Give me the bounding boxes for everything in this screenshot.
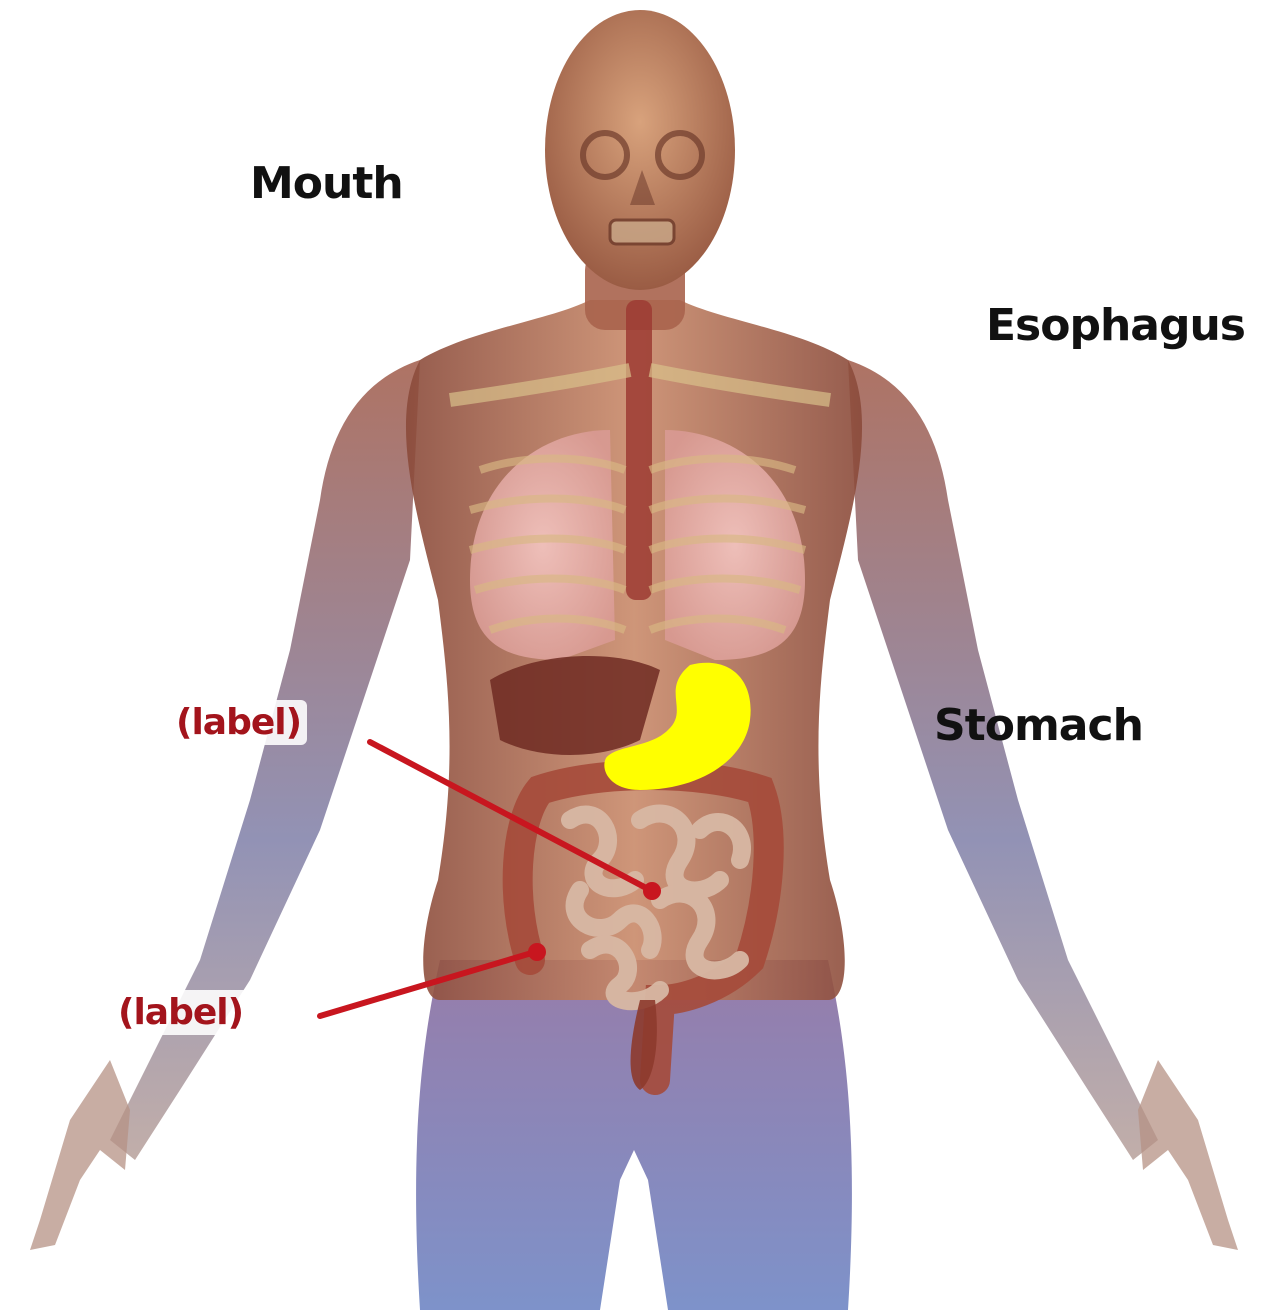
left-hand — [30, 1060, 130, 1250]
placeholder-label-large-intestine: (label) — [112, 990, 249, 1035]
legs — [416, 960, 852, 1310]
right-arm — [848, 360, 1158, 1160]
placeholder-label-small-intestine: (label) — [170, 700, 307, 745]
pointer-dot-large-intestine — [528, 943, 546, 961]
left-arm — [110, 360, 420, 1160]
pointer-dot-small-intestine — [643, 882, 661, 900]
esophagus-tube — [626, 300, 652, 600]
label-esophagus: Esophagus — [986, 300, 1245, 351]
label-stomach: Stomach — [934, 700, 1143, 751]
liver — [490, 656, 660, 755]
head — [545, 10, 735, 290]
right-hand — [1138, 1060, 1238, 1250]
label-mouth: Mouth — [250, 158, 403, 209]
teeth — [610, 220, 674, 244]
